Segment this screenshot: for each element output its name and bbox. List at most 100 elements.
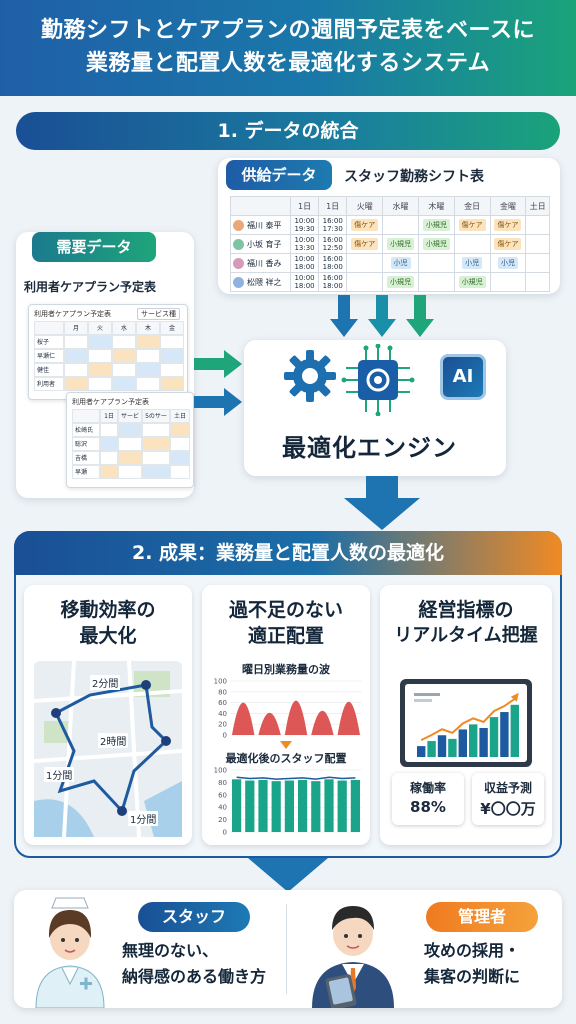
mini-row-name: 聡沢 — [72, 437, 100, 451]
mini-cell — [88, 349, 112, 363]
mini-cell — [112, 335, 136, 349]
staff-tag: スタッフ — [138, 902, 250, 932]
staff-bar — [258, 779, 268, 832]
shift-assignment-cell[interactable] — [525, 253, 550, 273]
mini-cell — [170, 465, 190, 479]
service-tag: 傷ケア — [351, 238, 379, 250]
staff-bar — [284, 780, 294, 832]
results-to-roles-arrow — [248, 858, 328, 892]
shift-assignment-cell[interactable]: 小規児 — [382, 234, 419, 254]
service-tag: 小児 — [497, 257, 518, 269]
mini-header-cell — [72, 409, 100, 423]
service-tag: 傷ケア — [351, 219, 379, 231]
service-tag: 小規児 — [387, 238, 415, 250]
shift-assignment-cell[interactable]: 小規児 — [453, 272, 491, 292]
mini-cell — [136, 335, 160, 349]
placement-title-l2: 適正配置 — [247, 625, 324, 647]
workload-peak — [337, 701, 360, 735]
demand-card: 需要データ 利用者ケアプラン予定表 利用者ケアプラン予定表 サービス種 月火水木… — [16, 232, 194, 498]
mini-cell — [142, 423, 170, 437]
mini-cell — [118, 465, 142, 479]
service-tag: 小児 — [390, 257, 411, 269]
shift-assignment-cell[interactable]: 小規児 — [382, 272, 419, 292]
roles-card: スタッフ 無理のない、 納得感のある働き方 管理者 攻めの採用・ 集客の判断に — [14, 890, 562, 1008]
kpi-bar — [479, 728, 488, 757]
shift-assignment-cell[interactable]: 傷ケア — [346, 215, 384, 235]
mini-cell — [100, 465, 118, 479]
mini-cell — [64, 363, 88, 377]
mini-cell — [64, 377, 88, 391]
staff-name: 福川 泰平 — [230, 215, 291, 235]
shift-assignment-cell[interactable]: 傷ケア — [489, 215, 527, 235]
mini1-select[interactable]: サービス種 — [137, 308, 180, 320]
shift-assignment-cell[interactable] — [346, 272, 384, 292]
page-title-line1: 勤務シフトとケアプランの週間予定表をベースに — [41, 18, 535, 43]
y-tick-label: 80 — [218, 688, 227, 696]
shift-assignment-cell[interactable] — [417, 272, 455, 292]
shift-assignment-cell[interactable] — [417, 253, 455, 273]
shift-assignment-cell[interactable] — [346, 253, 384, 273]
shift-header-cell: 土日 — [525, 196, 550, 216]
avatar-icon — [233, 276, 244, 288]
mini-cell — [136, 363, 160, 377]
metric-revenue: 収益予測 ¥〇〇万 — [472, 773, 544, 825]
service-tag: 小規児 — [422, 219, 450, 231]
service-tag: 傷ケア — [494, 238, 522, 250]
mini1-caption: 利用者ケアプラン予定表 — [34, 310, 111, 318]
shift-assignment-cell[interactable]: 傷ケア — [489, 234, 527, 254]
mini-cell — [170, 437, 190, 451]
shift-assignment-cell[interactable] — [525, 272, 550, 292]
shift-assignment-cell[interactable]: 傷ケア — [346, 234, 384, 254]
mini-cell — [88, 335, 112, 349]
staff-bar — [232, 779, 242, 832]
mini-cell — [112, 363, 136, 377]
staff-bar — [311, 781, 321, 832]
shift-assignment-cell[interactable]: 傷ケア — [453, 215, 491, 235]
mini-cell — [100, 437, 118, 451]
ai-label: AI — [452, 366, 474, 387]
shift-assignment-cell[interactable] — [525, 234, 550, 254]
mini-cell — [88, 377, 112, 391]
shift-assignment-cell[interactable] — [489, 272, 527, 292]
service-tag: 傷ケア — [458, 219, 486, 231]
y-tick-label: 0 — [223, 829, 227, 837]
mini-cell — [160, 335, 184, 349]
shift-header-cell: 金日 — [453, 196, 491, 216]
shift-assignment-cell[interactable]: 小規児 — [417, 234, 455, 254]
section1-title: 1. データの統合 — [16, 112, 560, 150]
down-arrow-icon — [280, 741, 292, 749]
supply-title: スタッフ勤務シフト表 — [344, 169, 484, 185]
avatar-icon — [233, 219, 244, 231]
demand-to-engine-arrows — [194, 350, 242, 416]
shift-assignment-cell[interactable] — [382, 215, 419, 235]
route-label-1: 2分間 — [90, 675, 121, 690]
legend-line — [414, 693, 440, 696]
mini-cell — [170, 423, 190, 437]
shift-assignment-cell[interactable]: 小児 — [382, 253, 419, 273]
staff-name: 松隈 祥之 — [230, 272, 291, 292]
mini-cell — [100, 451, 118, 465]
mini-cell — [100, 423, 118, 437]
shift-assignment-cell[interactable]: 小児 — [453, 253, 491, 273]
shift-assignment-cell[interactable] — [453, 234, 491, 254]
mini-header-cell: 金 — [160, 321, 184, 335]
shift-assignment-cell[interactable]: 小規児 — [417, 215, 455, 235]
kpi-bar — [448, 738, 457, 757]
shift-assignment-cell[interactable]: 小児 — [489, 253, 527, 273]
staff-name-text: 松隈 祥之 — [247, 277, 282, 287]
shift-time-cell: 16:00 18:00 — [318, 272, 348, 292]
staff-bar — [271, 781, 281, 832]
circuit-chip-icon — [341, 344, 415, 416]
placement-title-l1: 過不足のない — [228, 599, 343, 621]
supply-to-engine-arrows — [330, 295, 434, 337]
manager-avatar — [312, 906, 394, 1008]
mini-header-cell: サービス — [118, 409, 142, 434]
shift-assignment-cell[interactable] — [525, 215, 550, 235]
y-tick-label: 100 — [214, 678, 227, 686]
